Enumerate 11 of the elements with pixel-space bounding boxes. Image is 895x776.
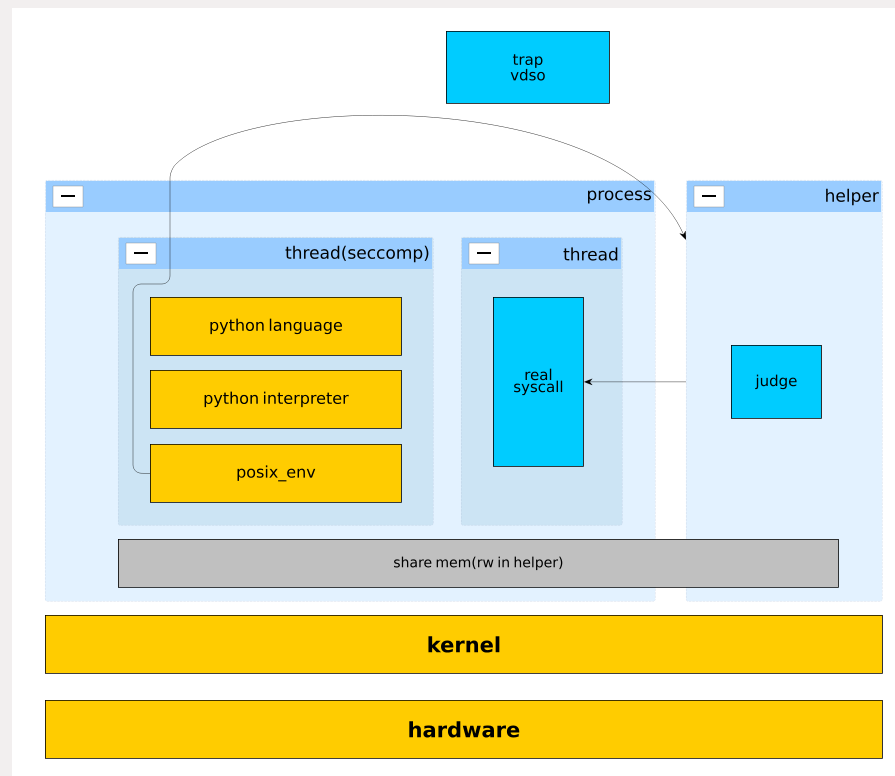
process-box: python interpreter bbox=[150, 370, 402, 429]
layer-bar: kernel bbox=[45, 615, 883, 674]
arrow bbox=[132, 115, 686, 474]
layer-bar: share mem(rw in helper) bbox=[118, 539, 839, 588]
process-box: real syscall bbox=[493, 297, 584, 467]
process-box: python language bbox=[150, 297, 402, 356]
process-box: judge bbox=[731, 345, 822, 419]
process-box: posix_env bbox=[150, 444, 402, 503]
process-box: trap vdso bbox=[446, 31, 610, 104]
layer-bar: hardware bbox=[45, 700, 883, 759]
arrow bbox=[584, 378, 686, 386]
